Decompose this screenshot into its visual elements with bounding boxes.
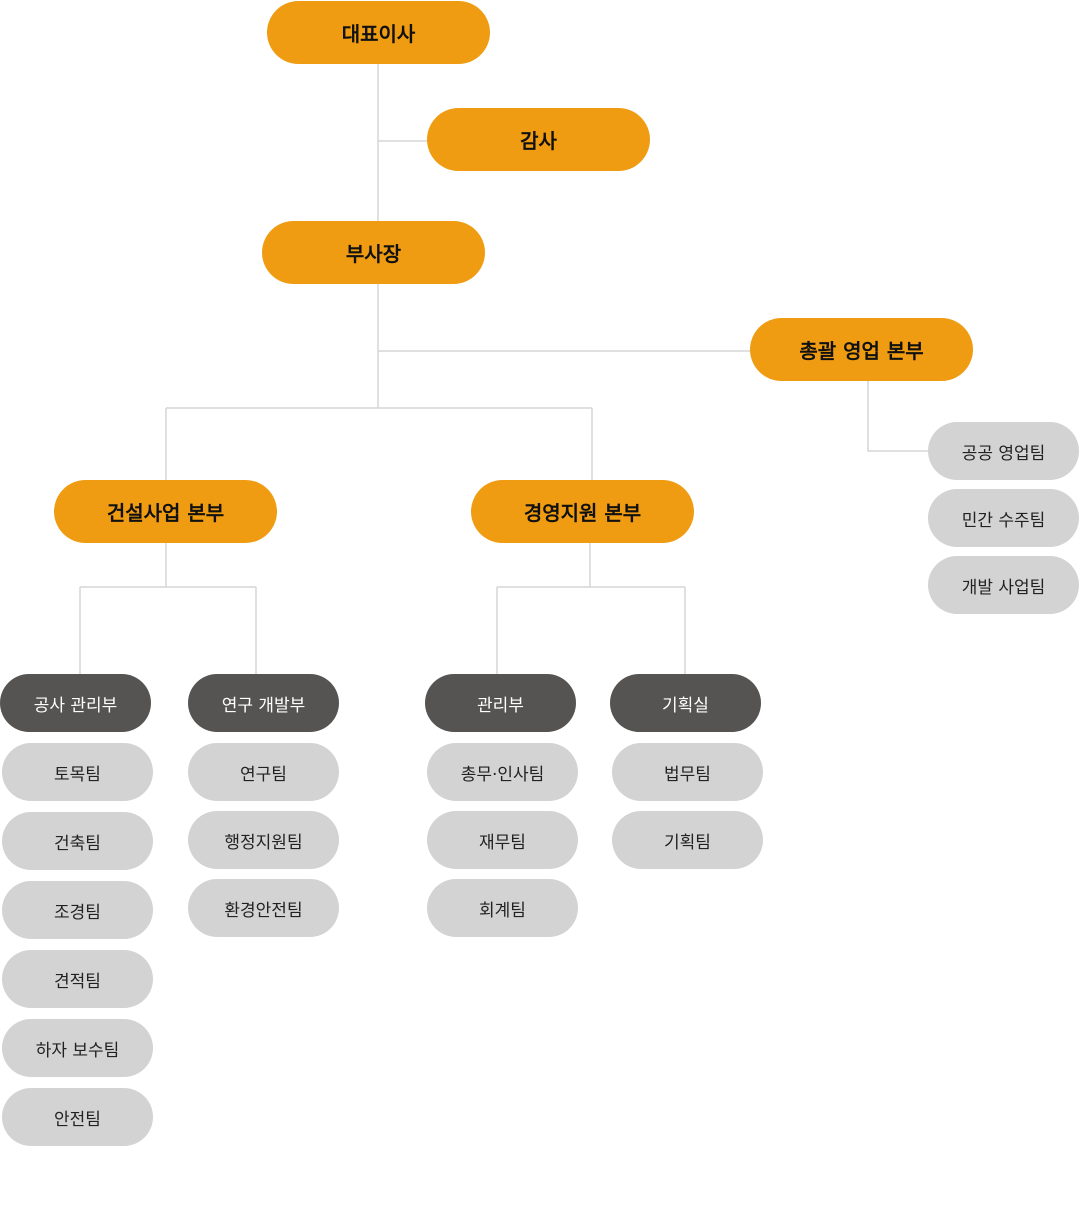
node-construction-hq-label: 건설사업 본부: [106, 501, 225, 525]
node-sales-team-2: 민간 수주팀: [928, 489, 1079, 547]
node-construction-hq: 건설사업 본부: [54, 480, 277, 543]
team-label: 토목팀: [54, 764, 101, 785]
node-ceo: 대표이사: [267, 1, 490, 64]
node-management-dept-2: 기획실: [610, 674, 761, 732]
team-label: 환경안전팀: [224, 900, 303, 921]
team-label: 총무·인사팀: [460, 764, 545, 785]
node-vice-president-label: 부사장: [345, 242, 402, 266]
node-construction-dept-2-team-1: 연구팀: [188, 743, 339, 801]
node-vice-president: 부사장: [262, 221, 485, 284]
node-management-dept-1-team-3: 회계팀: [427, 879, 578, 937]
node-sales-hq-label: 총괄 영업 본부: [799, 339, 924, 363]
team-label: 조경팀: [54, 902, 101, 923]
department-label: 기획실: [662, 695, 709, 716]
node-construction-dept-1-team-3: 조경팀: [2, 881, 153, 939]
department-label: 관리부: [477, 695, 524, 716]
node-construction-dept-1-team-4: 견적팀: [2, 950, 153, 1008]
node-management-dept-1: 관리부: [425, 674, 576, 732]
team-label: 연구팀: [240, 764, 287, 785]
node-construction-dept-1-team-2: 건축팀: [2, 812, 153, 870]
node-management-dept-2-team-1: 법무팀: [612, 743, 763, 801]
node-construction-dept-1-team-5: 하자 보수팀: [2, 1019, 153, 1077]
team-label: 하자 보수팀: [35, 1040, 120, 1061]
node-management-dept-1-team-2: 재무팀: [427, 811, 578, 869]
node-sales-hq: 총괄 영업 본부: [750, 318, 973, 381]
department-label: 공사 관리부: [33, 695, 118, 716]
connector-sales-teams: [867, 380, 929, 452]
node-sales-team-3: 개발 사업팀: [928, 556, 1079, 614]
node-construction-dept-1: 공사 관리부: [0, 674, 151, 732]
team-label: 회계팀: [479, 900, 526, 921]
node-management-dept-1-team-1: 총무·인사팀: [427, 743, 578, 801]
node-management-dept-2-team-2: 기획팀: [612, 811, 763, 869]
node-auditor: 감사: [427, 108, 650, 171]
team-label: 견적팀: [54, 971, 101, 992]
node-ceo-label: 대표이사: [341, 22, 416, 46]
team-label: 공공 영업팀: [961, 443, 1046, 464]
node-construction-dept-2: 연구 개발부: [188, 674, 339, 732]
team-label: 법무팀: [664, 764, 711, 785]
node-construction-dept-1-team-6: 안전팀: [2, 1088, 153, 1146]
team-label: 재무팀: [479, 832, 526, 853]
team-label: 행정지원팀: [224, 832, 303, 853]
node-management-hq: 경영지원 본부: [471, 480, 694, 543]
team-label: 기획팀: [664, 832, 711, 853]
node-construction-dept-1-team-1: 토목팀: [2, 743, 153, 801]
node-management-hq-label: 경영지원 본부: [523, 501, 642, 525]
node-construction-dept-2-team-3: 환경안전팀: [188, 879, 339, 937]
node-sales-team-1: 공공 영업팀: [928, 422, 1079, 480]
node-auditor-label: 감사: [520, 129, 557, 153]
team-label: 개발 사업팀: [961, 577, 1046, 598]
department-label: 연구 개발부: [221, 695, 306, 716]
team-label: 건축팀: [54, 833, 101, 854]
node-construction-dept-2-team-2: 행정지원팀: [188, 811, 339, 869]
team-label: 민간 수주팀: [961, 510, 1046, 531]
team-label: 안전팀: [54, 1109, 101, 1130]
